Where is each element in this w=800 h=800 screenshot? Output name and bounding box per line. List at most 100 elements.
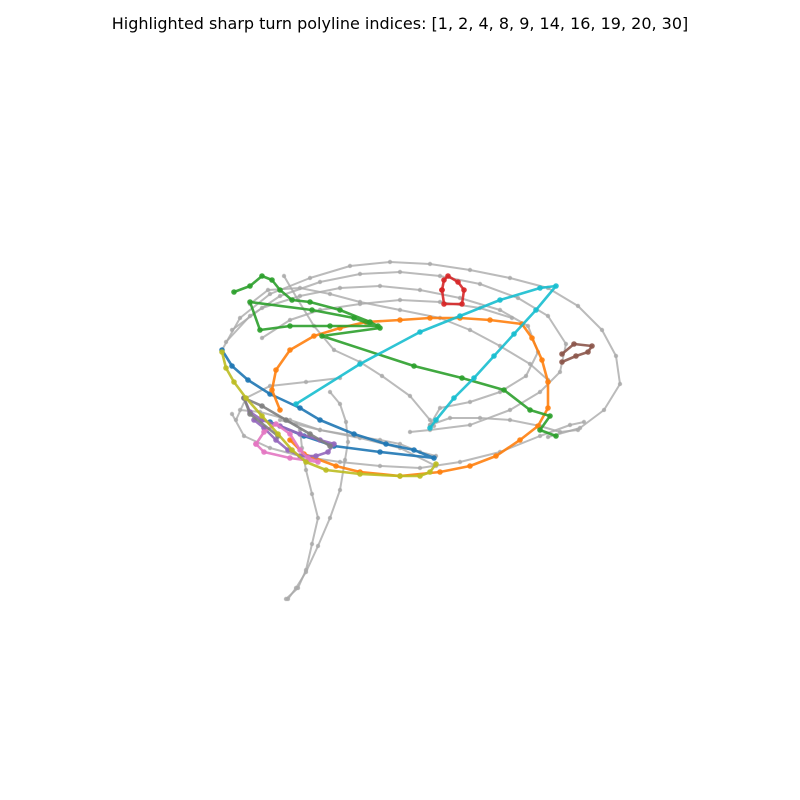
highlighted-polyline-30-vertex [427,425,433,431]
highlighted-polyline-20-vertex [275,431,281,437]
background-polyline-2-vertex [417,287,423,293]
background-polyline-0-vertex [307,275,313,281]
background-polyline-0-vertex [601,407,607,413]
highlighted-polyline-2-vertex [427,315,433,321]
highlighted-polyline-20-vertex [303,459,309,465]
background-polyline-9-vertex [283,596,289,602]
background-polyline-2-vertex [497,307,503,313]
background-polyline-8-vertex [327,389,333,395]
background-polyline-4-vertex [377,463,383,469]
background-polyline-0-vertex [599,327,605,333]
highlighted-polyline-4-vertex [537,427,543,433]
highlighted-polyline-14-vertex [559,359,565,365]
highlighted-polyline-30 [294,284,558,430]
highlighted-polyline-20 [220,350,438,478]
background-polyline-8-vertex [342,457,348,463]
background-polyline-10-vertex [509,315,515,321]
highlighted-polyline-2-vertex [437,469,443,475]
background-polyline-2-vertex [229,327,235,333]
background-polyline-9-vertex [303,467,309,473]
background-polyline-1-vertex [277,293,283,299]
background-polyline-8-vertex [315,543,321,549]
highlighted-polyline-8-vertex [455,279,461,285]
background-polyline-1-vertex [515,295,521,301]
highlighted-polyline-14-vertex [559,351,565,357]
background-polyline-10-vertex [287,317,293,323]
highlighted-polyline-14-vertex [589,343,595,349]
highlighted-polyline-16-vertex [273,421,279,427]
highlighted-polyline-2-vertex [487,317,493,323]
background-polyline-1-vertex [477,281,483,287]
highlighted-polyline-20-vertex [357,471,363,477]
background-polyline-5-vertex [265,287,271,293]
background-polyline-5-vertex [327,291,333,297]
background-polyline-2-vertex [497,389,503,395]
highlighted-polyline-16-vertex [287,455,293,461]
background-polyline-2-vertex [337,285,343,291]
background-polyline-8-vertex [337,487,343,493]
highlighted-polyline-30-vertex [491,353,497,359]
background-polyline-0-vertex [507,275,513,281]
highlighted-polyline-16-vertex [261,449,267,455]
background-polyline-0-vertex [617,381,623,387]
highlighted-polyline-20-vertex [433,461,439,467]
highlighted-polyline-2-vertex [287,347,293,353]
background-polyline-11-vertex [575,427,581,433]
background-polyline-8-vertex [337,401,343,407]
highlighted-polyline-2-vertex [539,357,545,363]
background-polyline-4-vertex [241,433,247,439]
highlighted-polyline-9-vertex [313,453,319,459]
background-polyline-11-vertex [447,415,453,421]
highlighted-polyline-4-vertex [527,407,533,413]
highlighted-polyline-2-vertex [493,453,499,459]
highlighted-polyline-2-vertex [529,335,535,341]
background-polyline-9-vertex [295,585,301,591]
background-polylines [219,259,623,602]
highlighted-polyline-4-vertex [269,277,275,283]
highlighted-polyline-4-vertex [411,363,417,369]
highlighted-polyline-20-vertex [231,379,237,385]
highlighted-polyline-30-vertex [357,361,363,367]
highlighted-polyline-30-vertex [451,395,457,401]
background-polyline-1-vertex [317,279,323,285]
highlighted-polyline-4-vertex [309,307,315,313]
background-polyline-10-vertex [397,297,403,303]
background-polyline-0-vertex [575,303,581,309]
background-polyline-12-vertex [317,427,323,433]
highlighted-polyline-20-vertex [323,467,329,473]
highlighted-polyline-30-vertex [471,375,477,381]
highlighted-polyline-19-vertex [283,417,289,423]
highlighted-polyline-30-vertex [511,331,517,337]
highlighted-polyline-4-vertex [319,333,325,339]
highlighted-polyline-4-vertex [247,283,253,289]
background-polyline-3-vertex [303,379,309,385]
background-polyline-12-vertex [277,417,283,423]
highlighted-polyline-30-vertex [417,329,423,335]
background-polyline-1-vertex [545,313,551,319]
highlighted-polyline-9-vertex [325,449,331,455]
highlighted-polyline-1-vertex [245,377,251,383]
background-polyline-5-vertex [527,361,533,367]
background-polyline-9-vertex [315,515,321,521]
background-polyline-2-vertex [437,405,443,411]
background-polyline-1-vertex [407,429,413,435]
highlighted-polyline-4-vertex [247,299,253,305]
highlighted-polyline-4-vertex [307,299,313,305]
background-polyline-1-vertex [537,389,543,395]
background-polyline-2-vertex [467,399,473,405]
highlighted-polyline-16-vertex [261,429,267,435]
background-polyline-4-vertex [581,419,587,425]
background-polyline-11-vertex [477,415,483,421]
background-polyline-2-vertex [377,283,383,289]
background-polyline-6-vertex [397,441,403,447]
highlighted-polyline-30-vertex [293,401,299,407]
background-polyline-1-vertex [437,273,443,279]
highlighted-polyline-8-vertex [445,273,451,279]
highlighted-polyline-16 [254,422,320,464]
highlighted-polyline-14-vertex [571,341,577,347]
background-polyline-10-vertex [357,301,363,307]
highlighted-polyline-2-vertex [545,405,551,411]
highlighted-polyline-4-vertex [553,433,559,439]
highlighted-polyline-4-vertex [257,327,263,333]
